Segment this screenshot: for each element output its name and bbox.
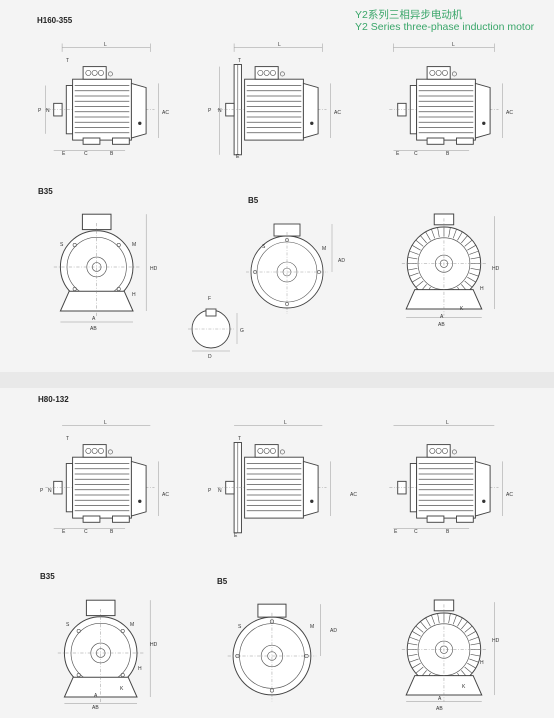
dim-label-AB: AB (438, 322, 445, 328)
dim-label-L: L (284, 420, 287, 426)
dim-label-S: S (60, 242, 64, 248)
dim-label-HD: HD (150, 266, 158, 272)
dim-label-E: E (62, 151, 66, 157)
label-b5-bottom: B5 (217, 577, 228, 586)
dim-label-T: T (66, 58, 69, 64)
dim-label-H: H (138, 666, 142, 672)
shaft-key-section (188, 308, 238, 352)
section-title-h80: H80-132 (38, 395, 69, 404)
section-title-h160: H160-355 (37, 16, 73, 25)
label-b35-top: B35 (38, 187, 53, 196)
dim-label-AC: AC (350, 492, 357, 498)
dim-label-M: M (322, 246, 326, 252)
front-view-b35-bottom (57, 599, 151, 705)
dim-label-AD: AD (338, 258, 345, 264)
dim-label-AB: AB (92, 705, 99, 711)
dim-label-C: C (84, 151, 88, 157)
dim-label-L: L (278, 42, 281, 48)
dim-label-AB: AB (436, 706, 443, 712)
dim-label-M: M (130, 622, 134, 628)
dim-label-C: C (84, 529, 88, 535)
dim-label-E: E (394, 529, 398, 535)
header-title-cn: Y2系列三相异步电动机 (355, 9, 463, 21)
dim-label-T: T (238, 436, 241, 442)
dim-label-L: L (446, 420, 449, 426)
dim-label-B: B (446, 151, 450, 157)
dim-label-F: F (208, 296, 211, 302)
side-view-b5-top (216, 43, 331, 156)
dim-label-B: B (110, 529, 114, 535)
dim-label-P: P (38, 108, 42, 114)
dim-label-T: T (66, 436, 69, 442)
front-view-b5-top (245, 223, 333, 315)
header-title-en: Y2 Series three-phase induction motor (355, 21, 535, 33)
dim-label-M: M (310, 624, 314, 630)
dim-label-AC: AC (506, 110, 513, 116)
dim-label-H: H (480, 286, 484, 292)
dim-label-K: K (120, 686, 124, 692)
dim-label-N: N (218, 488, 222, 494)
dim-label-M: M (132, 242, 136, 248)
front-view-b3-top (401, 213, 495, 318)
dim-label-N: N (48, 488, 52, 494)
dim-label-H: H (480, 660, 484, 666)
dim-label-L: L (452, 42, 455, 48)
dim-label-S: S (262, 244, 266, 250)
dim-label-T: T (238, 58, 241, 64)
dim-label-C: C (414, 529, 418, 535)
front-view-b3-bottom (401, 599, 495, 703)
side-view-b3-top (388, 43, 503, 151)
dim-label-E: E (62, 529, 66, 535)
dim-label-P: P (208, 108, 212, 114)
dim-label-AD: AD (330, 628, 337, 634)
dim-label-E: E (236, 154, 240, 160)
dim-label-K: K (462, 684, 466, 690)
side-view-b5-bottom (216, 425, 331, 534)
dim-label-A: A (440, 314, 444, 320)
dim-label-AC: AC (162, 110, 169, 116)
dim-label-S: S (66, 622, 70, 628)
dim-label-HD: HD (492, 266, 500, 272)
dim-label-E: E (234, 533, 238, 539)
page-header: Y2系列三相异步电动机 Y2 Series three-phase induct… (355, 9, 546, 33)
side-view-b35-bottom (44, 425, 159, 529)
dim-label-AC: AC (162, 492, 169, 498)
dim-label-B: B (110, 151, 114, 157)
dim-label-HD: HD (492, 638, 500, 644)
dim-label-L: L (104, 42, 107, 48)
dim-label-G: G (240, 328, 244, 334)
dim-label-A: A (94, 693, 98, 699)
dim-label-L: L (104, 420, 107, 426)
dim-label-HD: HD (150, 642, 158, 648)
dim-label-AB: AB (90, 326, 97, 332)
dim-label-K: K (460, 306, 464, 312)
dim-label-D: D (208, 354, 212, 360)
dim-label-A: A (438, 696, 442, 702)
dim-label-B: B (446, 529, 450, 535)
dim-label-AC: AC (334, 110, 341, 116)
dim-label-A: A (92, 316, 96, 322)
dim-label-N: N (218, 108, 222, 114)
dim-label-S: S (238, 624, 242, 630)
dim-label-P: P (208, 488, 212, 494)
side-view-b35-top (44, 43, 159, 151)
side-view-b3-bottom (388, 425, 503, 529)
dim-label-C: C (414, 151, 418, 157)
dim-label-N: N (46, 108, 50, 114)
label-b35-bottom: B35 (40, 572, 55, 581)
front-view-b35-top (53, 213, 147, 323)
label-b5-top: B5 (248, 196, 259, 205)
dim-label-E: E (396, 151, 400, 157)
dim-label-AC: AC (506, 492, 513, 498)
dim-label-P: P (40, 488, 44, 494)
front-view-b5-bottom (227, 603, 321, 702)
dim-label-H: H (132, 292, 136, 298)
